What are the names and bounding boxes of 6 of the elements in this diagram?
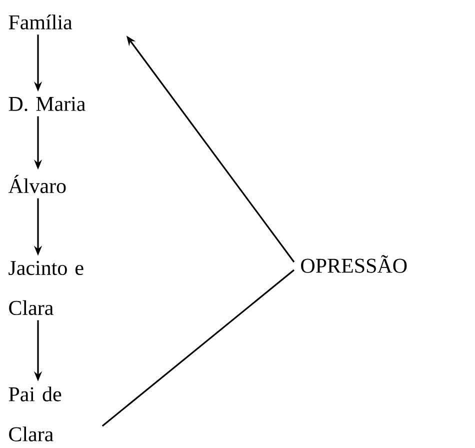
node-label: Família xyxy=(8,14,72,30)
node-label: Álvaro xyxy=(8,174,66,194)
node-label: Pai de Clara xyxy=(8,386,62,442)
node-label: D. Maria xyxy=(8,96,86,112)
node-label: OPRESSÃO xyxy=(301,255,407,273)
node-label: Jacinto e Clara xyxy=(8,260,84,316)
